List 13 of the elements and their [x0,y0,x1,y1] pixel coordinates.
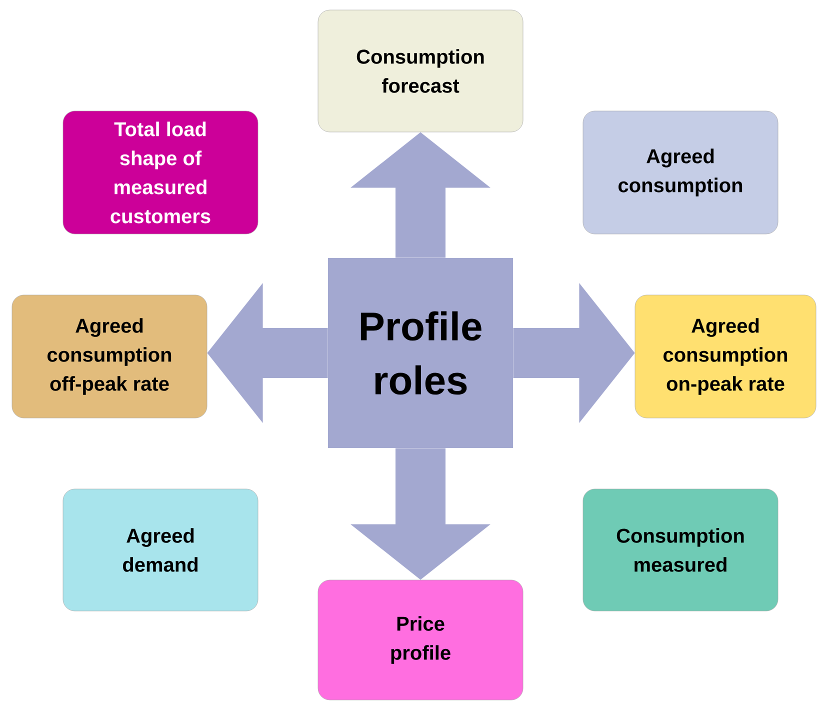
role-box: Agreed consumption off-peak rate [12,294,208,418]
block-arrow [207,283,328,423]
role-box: Agreed consumption on-peak rate [634,294,816,418]
role-box: Price profile [318,580,524,700]
role-box: Consumption measured [582,488,778,612]
block-arrow [513,283,635,423]
block-arrow [350,448,490,580]
role-box: Agreed demand [62,488,258,612]
role-box: Agreed consumption [582,110,778,234]
center-square: Profile roles [328,258,513,448]
role-box: Consumption forecast [318,10,524,132]
block-arrow [350,132,490,258]
role-box: Total load shape of measured customers [62,110,258,234]
